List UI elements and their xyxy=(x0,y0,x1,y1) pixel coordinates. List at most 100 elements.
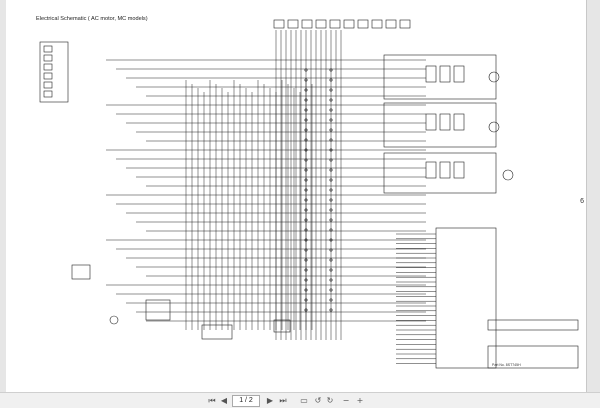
terminal xyxy=(304,158,308,162)
page-input[interactable]: 1 / 2 xyxy=(232,395,260,407)
terminal xyxy=(304,238,308,242)
motor-controller-1 xyxy=(383,54,497,100)
terminal xyxy=(329,108,333,112)
terminal xyxy=(304,258,308,262)
schematic-drawing xyxy=(39,19,579,369)
terminal xyxy=(329,228,333,232)
fuse-block xyxy=(43,90,53,98)
terminal xyxy=(304,288,308,292)
connector xyxy=(201,324,233,340)
last-page-icon[interactable]: ⏭ xyxy=(279,396,287,405)
title-block xyxy=(487,345,579,369)
terminal xyxy=(304,188,308,192)
terminal xyxy=(329,178,333,182)
terminal xyxy=(304,228,308,232)
terminal xyxy=(304,298,308,302)
terminal xyxy=(304,128,308,132)
terminal xyxy=(329,288,333,292)
top-connector xyxy=(343,19,355,29)
rotate-ccw-icon[interactable]: ↺ xyxy=(314,396,322,405)
fuse-block xyxy=(43,54,53,62)
top-connector xyxy=(315,19,327,29)
terminal xyxy=(304,108,308,112)
terminal xyxy=(329,98,333,102)
terminal xyxy=(304,208,308,212)
terminal xyxy=(329,258,333,262)
sensor xyxy=(109,315,119,325)
fuse-block xyxy=(43,81,53,89)
zoom-in-icon[interactable]: + xyxy=(356,396,364,405)
first-page-icon[interactable]: ⏮ xyxy=(208,396,216,405)
components xyxy=(39,19,579,369)
main-controller xyxy=(435,227,497,369)
zoom-out-icon[interactable]: − xyxy=(342,396,350,405)
terminal xyxy=(329,248,333,252)
fuse-block xyxy=(43,63,53,71)
terminal xyxy=(304,178,308,182)
switch xyxy=(71,264,91,280)
terminal xyxy=(304,98,308,102)
terminal xyxy=(329,278,333,282)
top-connector xyxy=(357,19,369,29)
transistor-pair xyxy=(425,65,437,83)
relay-panel xyxy=(39,41,69,103)
terminal xyxy=(329,268,333,272)
motor-symbol xyxy=(488,71,500,83)
terminal xyxy=(304,148,308,152)
schematic-page: Electrical Schematic ( AC motor, MC mode… xyxy=(6,0,587,392)
terminal xyxy=(329,188,333,192)
transistor-pair xyxy=(425,113,437,131)
terminal xyxy=(304,118,308,122)
title-block-row xyxy=(487,319,579,331)
pdf-toolbar: ⏮ ◀ 1 / 2 ▶ ⏭ ▭ ↺ ↻ − + xyxy=(0,392,600,408)
fit-page-icon[interactable]: ▭ xyxy=(300,396,308,405)
transistor-pair xyxy=(453,161,465,179)
transistor-pair xyxy=(439,65,451,83)
terminal xyxy=(304,138,308,142)
terminal xyxy=(304,308,308,312)
prev-page-icon[interactable]: ◀ xyxy=(220,396,228,405)
fuse-block xyxy=(43,45,53,53)
top-connector xyxy=(371,19,383,29)
part-number-label: Part No. 8ST745H xyxy=(492,363,521,367)
motor-symbol xyxy=(488,121,500,133)
motor-controller-3 xyxy=(383,152,497,194)
terminal xyxy=(329,208,333,212)
top-connector xyxy=(287,19,299,29)
transistor-pair xyxy=(453,65,465,83)
motor-symbol xyxy=(502,169,514,181)
top-connector xyxy=(273,19,285,29)
transistor-pair xyxy=(453,113,465,131)
terminal xyxy=(329,128,333,132)
terminal xyxy=(304,198,308,202)
motor-controller-2 xyxy=(383,102,497,148)
terminal xyxy=(304,248,308,252)
top-connector xyxy=(329,19,341,29)
top-connector xyxy=(385,19,397,29)
terminal xyxy=(329,168,333,172)
terminal xyxy=(304,168,308,172)
terminal xyxy=(329,78,333,82)
terminal xyxy=(329,68,333,72)
terminal xyxy=(304,268,308,272)
wiring-lines xyxy=(106,30,436,364)
schematic-title: Electrical Schematic ( AC motor, MC mode… xyxy=(36,16,148,22)
transistor-pair xyxy=(439,113,451,131)
terminal xyxy=(329,88,333,92)
terminal xyxy=(329,218,333,222)
terminal xyxy=(329,118,333,122)
top-connector xyxy=(399,19,411,29)
next-page-icon[interactable]: ▶ xyxy=(266,396,274,405)
side-page-number: 6 xyxy=(580,198,584,205)
terminal xyxy=(304,218,308,222)
connector xyxy=(273,319,291,333)
terminal xyxy=(304,68,308,72)
connector xyxy=(145,299,171,321)
rotate-cw-icon[interactable]: ↻ xyxy=(326,396,334,405)
transistor-pair xyxy=(425,161,437,179)
transistor-pair xyxy=(439,161,451,179)
terminal xyxy=(329,298,333,302)
terminal xyxy=(329,308,333,312)
terminal xyxy=(329,158,333,162)
terminal xyxy=(329,238,333,242)
